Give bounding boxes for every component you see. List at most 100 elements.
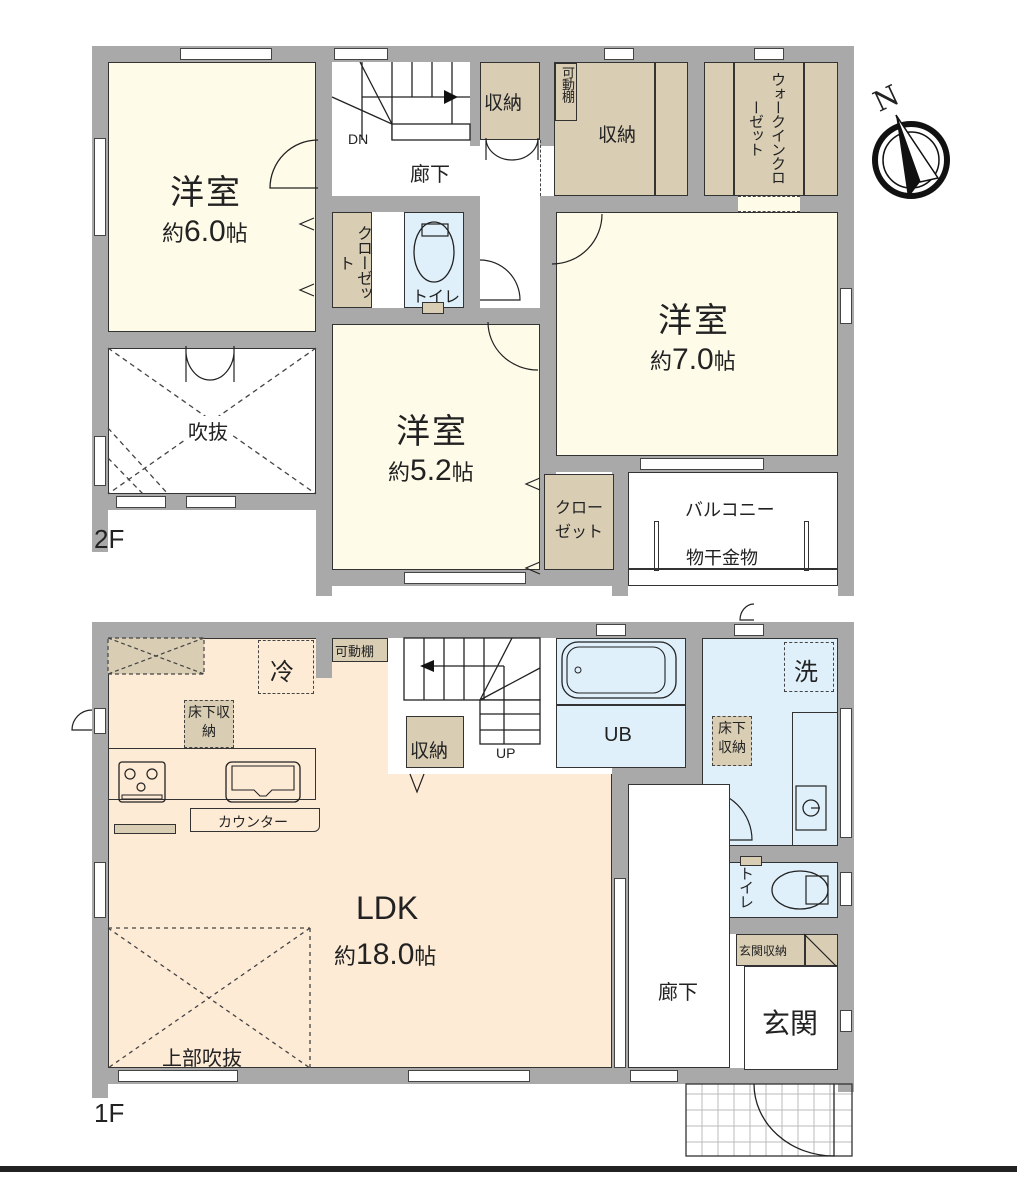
window — [94, 862, 106, 918]
wall — [316, 196, 480, 212]
stairs-2f-lines — [331, 61, 471, 141]
walk-in-closet-label: ウォークインクローゼット — [747, 72, 787, 184]
unit-bath-label: UB — [604, 724, 632, 746]
wall — [316, 308, 546, 324]
door-swing-icon — [479, 259, 521, 301]
window — [334, 48, 388, 60]
bifold-door-icon — [485, 137, 539, 161]
wall — [540, 62, 554, 146]
wic-shelf-line — [803, 62, 805, 196]
window — [630, 1070, 678, 1082]
room-bedroom-6jo — [108, 62, 316, 332]
adjustable-shelf-1f — [332, 638, 388, 662]
window — [180, 48, 272, 60]
room-bedroom-5jo-name: 洋室 — [396, 412, 468, 452]
unit-bath — [556, 638, 686, 768]
unit-bath-divider — [556, 704, 686, 706]
entrance-label: 玄関 — [762, 1007, 819, 1040]
adjustable-shelf-2f — [555, 63, 577, 121]
clothesline-post — [804, 521, 809, 571]
fridge-space — [258, 640, 314, 694]
window — [734, 624, 764, 636]
wall — [92, 46, 854, 62]
cupboard — [114, 824, 176, 834]
underfloor-storage-wash — [712, 716, 752, 766]
window — [754, 48, 784, 60]
toilet-2f-threshold — [422, 302, 444, 314]
window — [596, 624, 626, 636]
balcony-label: バルコニー — [685, 500, 775, 521]
void-2f-label: 吹抜 — [186, 416, 230, 445]
window — [404, 572, 526, 584]
vanity — [792, 712, 838, 846]
wall — [688, 62, 704, 198]
floor-label-1f: 1F — [94, 1098, 125, 1128]
bathtub-icon — [561, 641, 677, 699]
closet-door-marker-icon — [298, 217, 315, 297]
room-ldk-name: LDK — [356, 890, 419, 926]
room-bedroom-5jo-area: 約5.2帖 — [388, 454, 474, 487]
overhead-cabinet-cross — [107, 637, 205, 675]
entrance-storage-diagonal — [803, 933, 837, 967]
floor-2f: 洋室 約6.0帖 DN 廊下 収納 可動棚 収納 — [92, 46, 854, 596]
storage-2f-1 — [480, 62, 540, 140]
compass-needle-icon — [872, 114, 950, 199]
entrance — [744, 966, 838, 1070]
entrance-storage — [736, 934, 838, 966]
clothesline-post — [654, 521, 659, 571]
void-above-label: 上部吹抜 — [162, 1046, 242, 1070]
storage-2f-2-divider — [654, 62, 656, 196]
corridor-1f-label: 廊下 — [658, 980, 698, 1004]
wall — [316, 62, 332, 512]
bottom-rule — [0, 1166, 1017, 1172]
window — [840, 872, 852, 906]
storage-2f-1-label: 収納 — [484, 92, 523, 114]
underfloor-storage-kitchen — [184, 700, 234, 748]
closet-2f-a-label: クローゼット — [336, 224, 373, 300]
underfloor-storage-kitchen-label: 床下収納 — [188, 705, 230, 740]
entrance-storage-divider — [804, 934, 806, 966]
door-swing-icon — [551, 213, 603, 265]
wall — [612, 456, 628, 596]
balcony-clothesline-label: 物干金物 — [686, 548, 758, 569]
toilet-bowl-icon — [771, 870, 829, 910]
toilet-2f — [404, 212, 464, 308]
wic-opening — [738, 196, 800, 212]
toilet-1f-threshold — [740, 856, 762, 866]
counter-bar — [190, 808, 320, 832]
window — [94, 138, 106, 236]
door-marker-icon — [409, 773, 425, 794]
stove-icon — [118, 761, 166, 803]
room-bedroom-7jo — [556, 212, 838, 456]
entrance-storage-label: 玄関収納 — [739, 944, 788, 958]
wic-shelf-line — [733, 62, 735, 196]
corridor-2f-label: 廊下 — [410, 162, 450, 186]
room-bedroom-7jo-area: 約7.0帖 — [650, 343, 736, 376]
compass: N — [860, 78, 960, 210]
wash-basin-icon — [795, 785, 827, 831]
window — [94, 708, 106, 734]
door-swing-icon — [269, 139, 319, 189]
kitchen-counter — [108, 748, 316, 800]
counter-label: カウンター — [218, 815, 288, 831]
window — [118, 1070, 238, 1082]
walk-in-closet — [704, 62, 838, 196]
window — [840, 1010, 852, 1032]
storage-1f-label: 収納 — [410, 740, 449, 762]
toilet-1f-label: トイレ — [737, 866, 755, 908]
room-ldk-area: 約18.0帖 — [334, 938, 437, 971]
door-swing-icon — [739, 603, 755, 621]
stairs-dn-label: DN — [348, 131, 369, 147]
balcony — [628, 472, 838, 586]
storage-2f-2-label: 収納 — [598, 124, 637, 146]
stairs-up-label: UP — [496, 745, 516, 761]
adjustable-shelf-2f-label: 可動棚 — [559, 66, 574, 102]
closet-2f-c — [544, 474, 614, 570]
room-bedroom-7jo-name: 洋室 — [658, 301, 730, 341]
closet-door-marker-icon — [524, 477, 541, 575]
closet-2f-c-label: クローゼット — [554, 498, 603, 541]
stairs-1f-lines — [403, 637, 541, 745]
door-swing-icon — [71, 709, 93, 731]
porch-tiles — [685, 1083, 853, 1157]
